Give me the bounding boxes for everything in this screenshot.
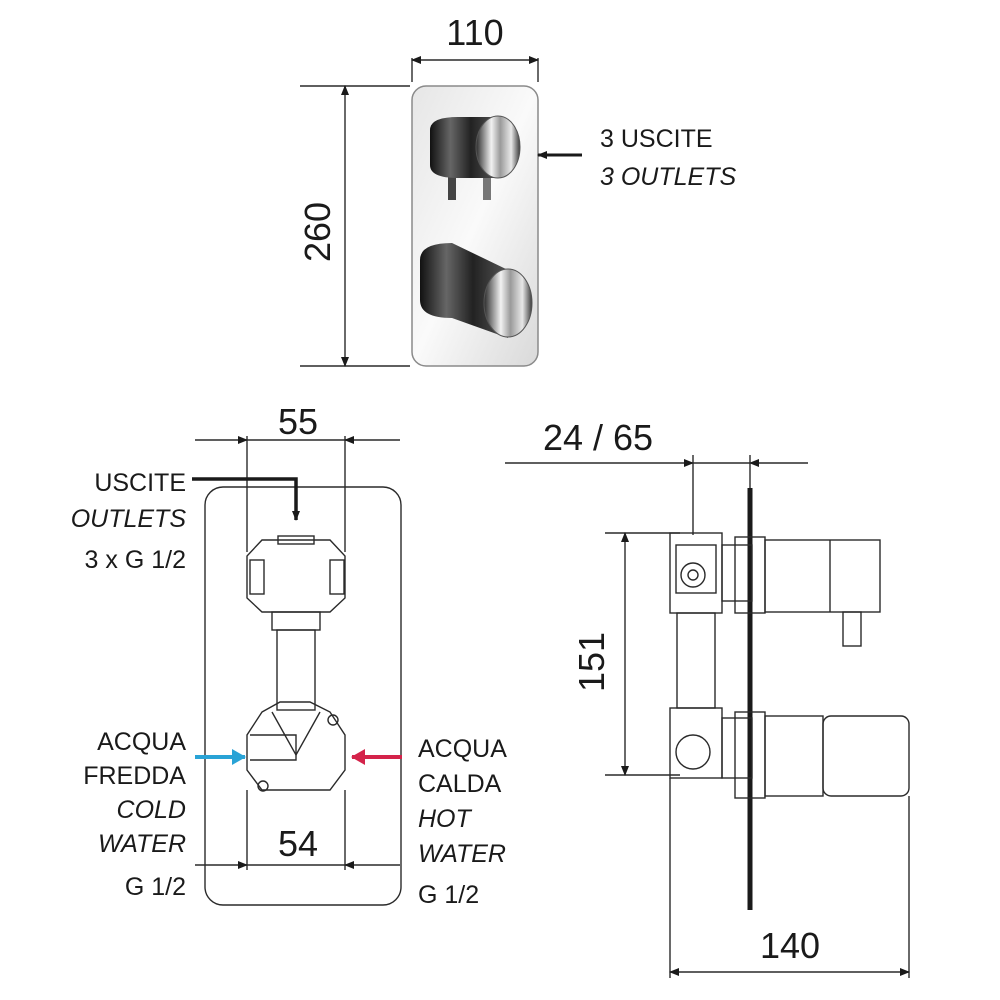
outlets-label-english: 3 OUTLETS bbox=[600, 163, 736, 191]
cold-water-label-italian-2: FREDDA bbox=[83, 762, 186, 790]
thermostat-knob-cap bbox=[822, 715, 910, 797]
thermostat-knob-face bbox=[483, 268, 533, 338]
outlets-label-english: OUTLETS bbox=[71, 505, 187, 533]
body-connector bbox=[721, 544, 753, 602]
top-dim-label: 55 bbox=[278, 401, 318, 442]
cold-water-label-english-1: COLD bbox=[117, 796, 186, 824]
outlets-label-italian: 3 USCITE bbox=[600, 125, 713, 153]
outlet-port bbox=[277, 535, 315, 545]
width-dim-label: 110 bbox=[446, 12, 503, 53]
body-port bbox=[675, 544, 717, 594]
cold-water-label-english-2: WATER bbox=[98, 830, 186, 858]
cold-water-label-italian-1: ACQUA bbox=[97, 728, 186, 756]
side-view: 24 / 65 151 bbox=[505, 417, 910, 978]
outlets-arrow bbox=[192, 477, 300, 521]
outlet-port bbox=[249, 559, 265, 595]
pipe-fitting bbox=[271, 611, 321, 631]
thermostat-knob bbox=[764, 715, 824, 797]
mixer-block bbox=[246, 701, 346, 791]
screw bbox=[257, 780, 269, 792]
pipe-body bbox=[276, 629, 316, 711]
screw bbox=[327, 714, 339, 726]
front-view: 110 260 3 USCITE 3 OUTLETS bbox=[297, 12, 736, 367]
hot-water-label-english-2: WATER bbox=[418, 840, 506, 868]
cold-water-arrowhead bbox=[232, 749, 246, 765]
hot-water-arrowhead bbox=[351, 749, 365, 765]
cold-water-thread-label: G 1/2 bbox=[125, 873, 186, 901]
depth-dim-label: 24 / 65 bbox=[543, 417, 653, 458]
bottom-dim-label: 54 bbox=[278, 823, 318, 864]
diverter-knob bbox=[764, 539, 881, 613]
hot-water-label-italian-1: ACQUA bbox=[418, 735, 507, 763]
knob-lever bbox=[842, 611, 862, 647]
mixer-detail bbox=[271, 711, 321, 757]
body-connector bbox=[721, 717, 753, 779]
outlet-port-circle bbox=[687, 569, 699, 581]
height-dim-label: 260 bbox=[297, 202, 338, 262]
outlets-label-italian: USCITE bbox=[94, 469, 186, 497]
outlet-port-circle bbox=[680, 562, 706, 588]
length-dim-label: 140 bbox=[760, 925, 820, 966]
mixer-detail bbox=[250, 734, 297, 761]
hot-water-thread-label: G 1/2 bbox=[418, 881, 479, 909]
body-view: 55 USCITE OUTLETS 3 x G 1/2 ACQUA FREDDA… bbox=[71, 401, 508, 909]
diverter-knob-face bbox=[475, 115, 521, 179]
hot-water-label-italian-2: CALDA bbox=[418, 770, 502, 798]
outlet-block bbox=[246, 539, 346, 613]
outlet-port bbox=[329, 559, 345, 595]
outlets-thread-label: 3 x G 1/2 bbox=[85, 546, 186, 574]
inlet-port-circle bbox=[675, 734, 711, 770]
lever-stem bbox=[448, 172, 456, 200]
lever-stem bbox=[483, 172, 491, 200]
pipe-body bbox=[676, 612, 716, 709]
hot-water-label-english-1: HOT bbox=[418, 805, 473, 833]
plate-outline bbox=[204, 486, 402, 906]
height-dim-label: 151 bbox=[571, 632, 612, 692]
